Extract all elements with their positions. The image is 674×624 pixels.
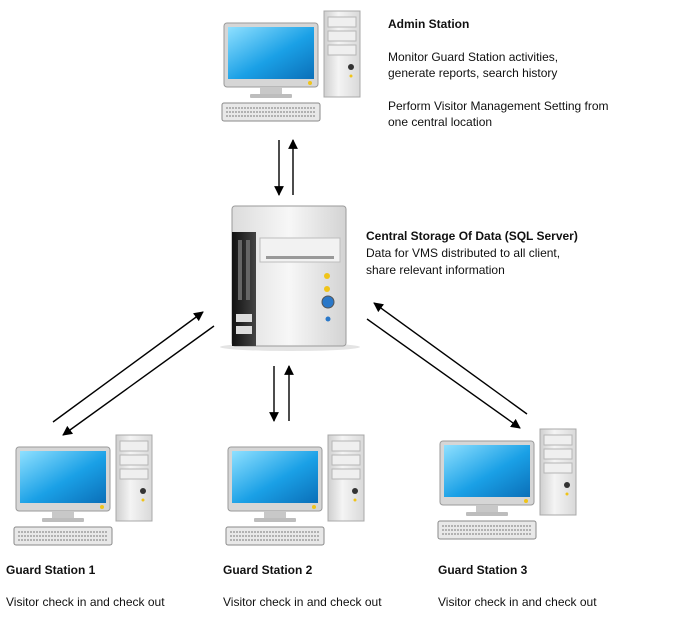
arrow-guard3-to-server (373, 302, 528, 415)
guard-3-title: Guard Station 3 (438, 563, 528, 577)
server-desc-line1: Data for VMS distributed to all client, (366, 246, 561, 260)
server-icon (220, 205, 360, 351)
admin-workstation-icon (221, 10, 361, 122)
guard-1-title: Guard Station 1 (6, 563, 96, 577)
arrow-server-to-guard3 (366, 318, 521, 429)
guard-2-title: Guard Station 2 (223, 563, 313, 577)
admin-desc-line2: generate reports, search history (388, 66, 558, 80)
admin-desc-line4: one central location (388, 115, 493, 129)
guard-3-desc: Visitor check in and check out (438, 595, 597, 609)
guard-2-workstation-icon (225, 434, 365, 546)
server-title: Central Storage Of Data (SQL Server) (366, 229, 578, 243)
admin-desc-line3: Perform Visitor Management Setting from (388, 99, 609, 113)
guard-1-desc: Visitor check in and check out (6, 595, 165, 609)
guard-1-workstation-icon (13, 434, 153, 546)
guard-3-workstation-icon (437, 428, 577, 540)
admin-desc-line1: Monitor Guard Station activities, (388, 50, 559, 64)
arrow-server-to-guard1 (62, 325, 215, 436)
admin-title: Admin Station (388, 17, 470, 31)
guard-2-desc: Visitor check in and check out (223, 595, 382, 609)
arrow-guard1-to-server (52, 311, 204, 423)
server-desc-line2: share relevant information (366, 263, 505, 277)
